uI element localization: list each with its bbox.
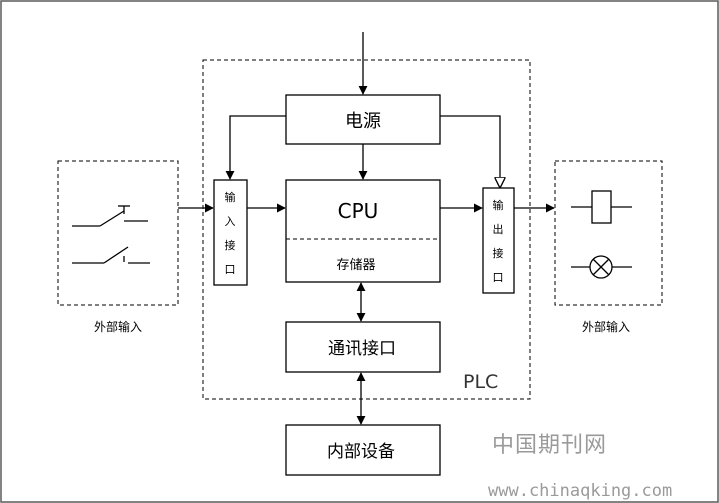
- output-interface-char-2: 出: [493, 222, 504, 236]
- power-label: 电源: [345, 111, 381, 132]
- cpu-box: [285, 179, 441, 283]
- output-interface-char-3: 接: [493, 247, 504, 260]
- input-interface-char-2: 入: [225, 215, 236, 228]
- output-interface-char-4: 口: [493, 271, 504, 284]
- external-input-left-label: 外部输入: [94, 319, 142, 334]
- internal-device-label: 内部设备: [327, 442, 395, 462]
- output-interface-char-1: 输: [493, 198, 504, 212]
- normally-open-switch-icon: [72, 205, 148, 227]
- comm-interface-box: [285, 321, 441, 373]
- input-interface-box: [213, 179, 248, 286]
- watermark-url: www.chinaqking.com: [488, 481, 672, 501]
- internal-device-box: [285, 424, 441, 476]
- indicator-lamp-icon: [571, 255, 632, 279]
- watermark-name: 中国期刊网: [492, 433, 607, 458]
- relay-coil-icon: [571, 190, 632, 224]
- comm-interface-label: 通讯接口: [328, 339, 396, 359]
- normally-closed-switch-icon: [72, 246, 150, 264]
- input-interface-char-3: 接: [225, 239, 236, 252]
- external-input-right-box: [554, 160, 663, 306]
- cpu-label: CPU: [338, 199, 379, 223]
- external-input-right-label: 外部输入: [582, 319, 630, 334]
- input-interface-char-1: 输: [225, 190, 236, 204]
- input-interface-char-4: 口: [225, 263, 236, 276]
- external-input-left-box: [57, 160, 179, 306]
- plc-boundary: [202, 59, 531, 400]
- arrow-power-to-input-interface: [225, 115, 286, 180]
- arrow-power-to-output-interface: [440, 115, 500, 187]
- plc-label: PLC: [463, 371, 498, 393]
- memory-label: 存储器: [336, 258, 375, 273]
